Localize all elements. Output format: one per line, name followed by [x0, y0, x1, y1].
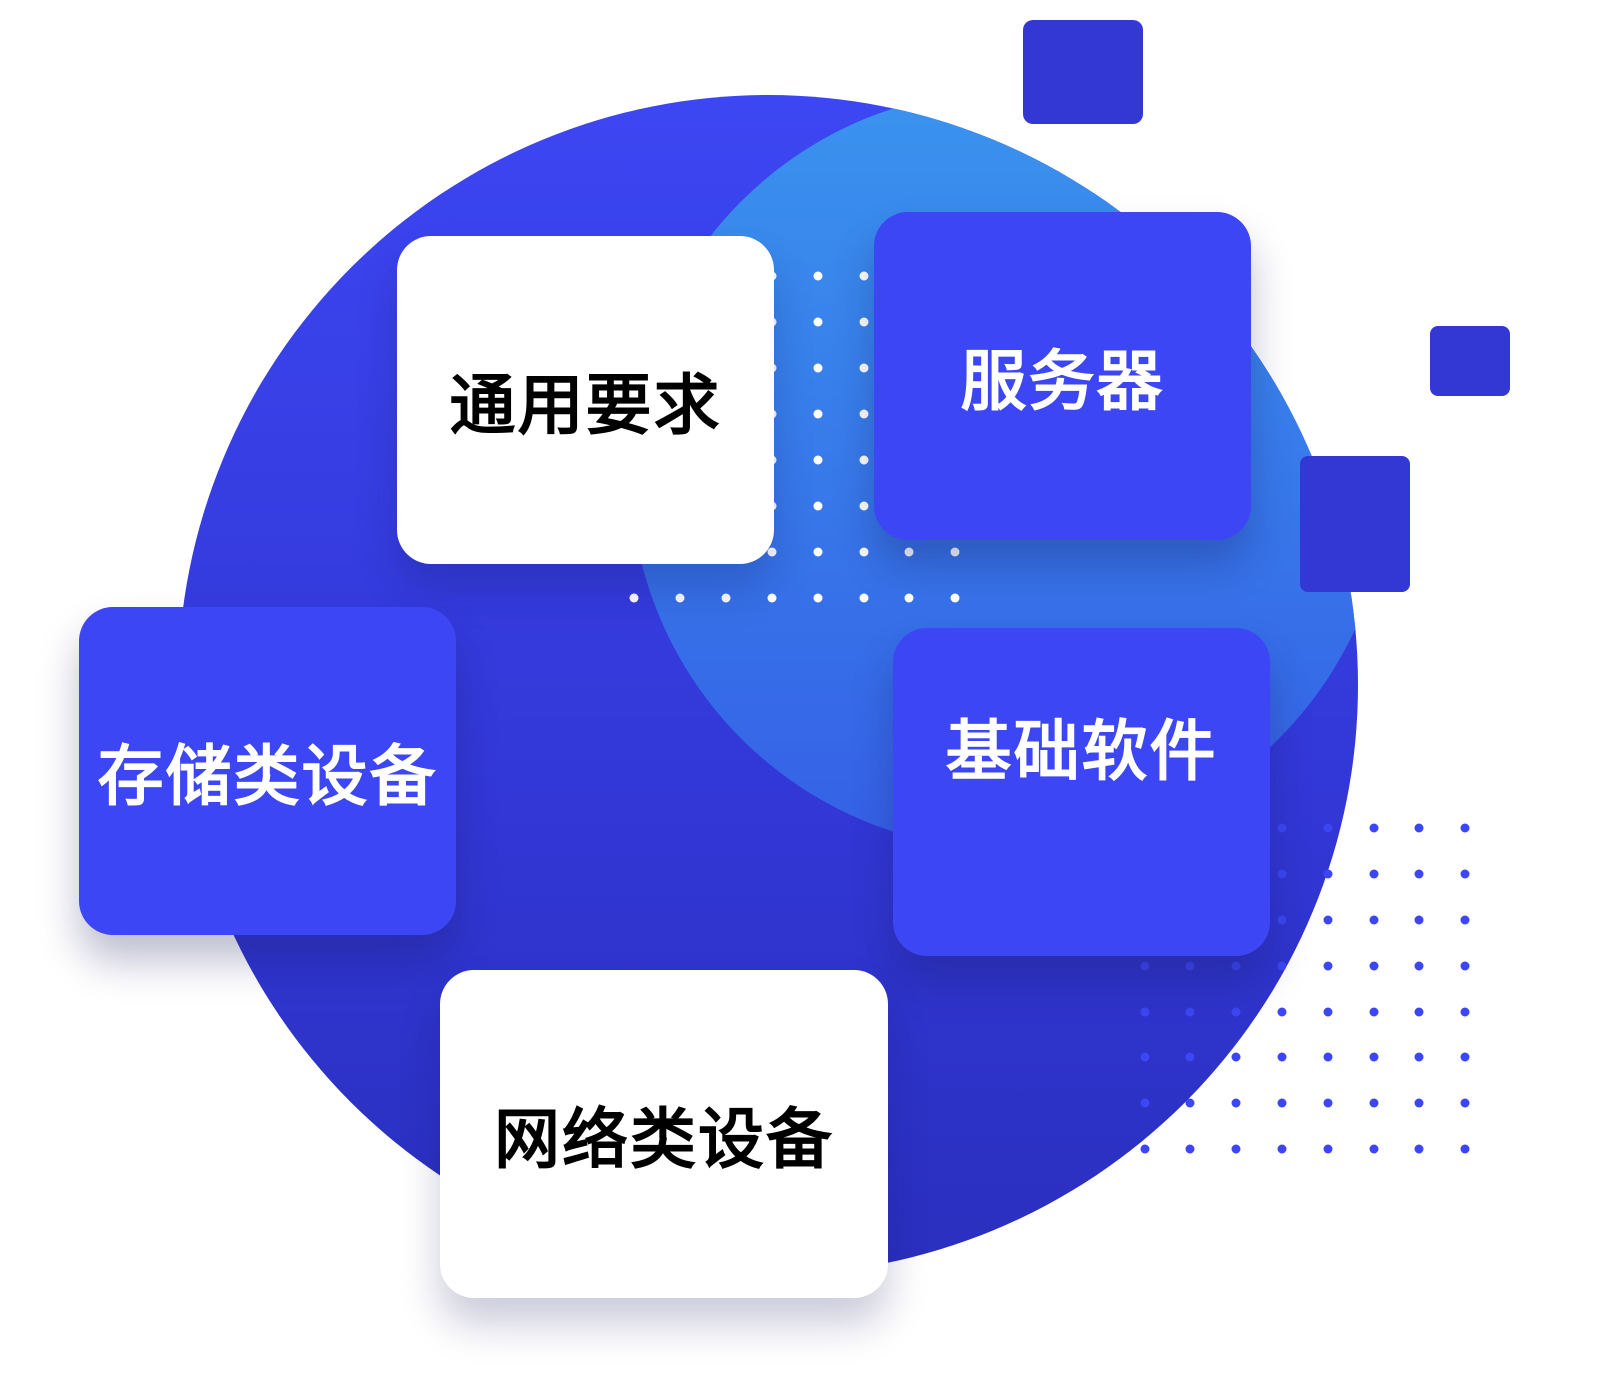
decor-dot	[1277, 915, 1287, 925]
decor-dot	[1414, 1052, 1424, 1062]
decor-dot	[1231, 1098, 1241, 1108]
decor-dot	[1231, 1052, 1241, 1062]
decor-dot	[1323, 961, 1333, 971]
decor-dot	[629, 593, 639, 603]
floating-square-top	[1023, 20, 1143, 124]
decor-dot	[1323, 1007, 1333, 1017]
card-label-storage-devices: 存储类设备	[97, 738, 438, 815]
decor-dot	[1140, 1007, 1150, 1017]
decor-dot	[1414, 1098, 1424, 1108]
decor-dot	[1323, 1144, 1333, 1154]
decor-dot	[904, 547, 914, 557]
card-basic-software[interactable]: 基础软件	[893, 628, 1270, 956]
decor-dot	[904, 593, 914, 603]
decor-dot	[1185, 1007, 1195, 1017]
decor-dot	[1369, 1098, 1379, 1108]
decor-dot	[1277, 869, 1287, 879]
decor-dot	[1369, 1144, 1379, 1154]
decor-dot	[675, 593, 685, 603]
card-general-requirements[interactable]: 通用要求	[397, 236, 774, 564]
decor-dot	[950, 593, 960, 603]
decor-dot	[1277, 1007, 1287, 1017]
decor-dot	[1185, 961, 1195, 971]
floating-square-right-lower	[1300, 456, 1410, 592]
card-network-devices[interactable]: 网络类设备	[440, 970, 888, 1298]
decor-dot	[1185, 1052, 1195, 1062]
decor-dot	[1414, 869, 1424, 879]
decor-dot	[813, 409, 823, 419]
decor-dot	[1140, 961, 1150, 971]
decor-dot	[1277, 961, 1287, 971]
decor-dot	[1140, 1144, 1150, 1154]
decor-dot	[1414, 915, 1424, 925]
decor-dot	[1323, 1052, 1333, 1062]
decor-dot	[1323, 869, 1333, 879]
decor-dot	[1414, 1007, 1424, 1017]
decor-dot	[859, 593, 869, 603]
decor-dot	[1460, 869, 1470, 879]
decor-dot	[1460, 1052, 1470, 1062]
decor-dot	[859, 363, 869, 373]
decor-dot	[1231, 1007, 1241, 1017]
decor-dot	[1323, 915, 1333, 925]
card-label-server: 服务器	[960, 343, 1165, 420]
decor-dot	[813, 593, 823, 603]
decor-dot	[767, 593, 777, 603]
decor-dot	[859, 455, 869, 465]
decor-dot	[1460, 961, 1470, 971]
decor-dot	[1185, 1144, 1195, 1154]
decor-dot	[1414, 961, 1424, 971]
card-server[interactable]: 服务器	[874, 212, 1251, 540]
decor-dot	[813, 455, 823, 465]
decor-dot	[813, 501, 823, 511]
decor-dot	[1185, 1098, 1195, 1108]
decor-dot	[1277, 1098, 1287, 1108]
decor-dot	[950, 547, 960, 557]
decor-dot	[813, 271, 823, 281]
decor-dot	[1140, 1098, 1150, 1108]
card-storage-devices[interactable]: 存储类设备	[79, 607, 456, 935]
decor-dot	[1369, 823, 1379, 833]
decor-dot	[859, 547, 869, 557]
decor-dot	[813, 547, 823, 557]
decor-dot	[1369, 1007, 1379, 1017]
decor-dot	[859, 501, 869, 511]
decor-dot	[859, 409, 869, 419]
decor-dot	[1369, 869, 1379, 879]
card-label-basic-software: 基础软件	[945, 713, 1218, 790]
decor-dot	[721, 593, 731, 603]
decor-dot	[1460, 1098, 1470, 1108]
card-label-network-devices: 网络类设备	[494, 1101, 834, 1178]
decor-dot	[813, 317, 823, 327]
decor-dot	[1277, 1052, 1287, 1062]
decor-dot	[1231, 961, 1241, 971]
decor-dot	[1231, 1144, 1241, 1154]
decor-dot	[1460, 915, 1470, 925]
decor-dot	[1460, 823, 1470, 833]
decor-dot	[1460, 1007, 1470, 1017]
decor-dot	[1369, 915, 1379, 925]
decor-dot	[1277, 1144, 1287, 1154]
decor-dot	[1414, 1144, 1424, 1154]
decor-dot	[1460, 1144, 1470, 1154]
decor-dot	[1323, 1098, 1333, 1108]
decor-dot	[1323, 823, 1333, 833]
decor-dot	[1414, 823, 1424, 833]
decor-dot	[859, 317, 869, 327]
decor-dot	[1369, 961, 1379, 971]
card-label-general-requirements: 通用要求	[449, 367, 722, 444]
decor-dot	[1277, 823, 1287, 833]
decor-dot	[767, 547, 777, 557]
decor-dot	[1140, 1052, 1150, 1062]
floating-square-right	[1430, 326, 1510, 396]
decor-dot	[859, 271, 869, 281]
decor-dot	[1369, 1052, 1379, 1062]
decor-dot	[813, 363, 823, 373]
